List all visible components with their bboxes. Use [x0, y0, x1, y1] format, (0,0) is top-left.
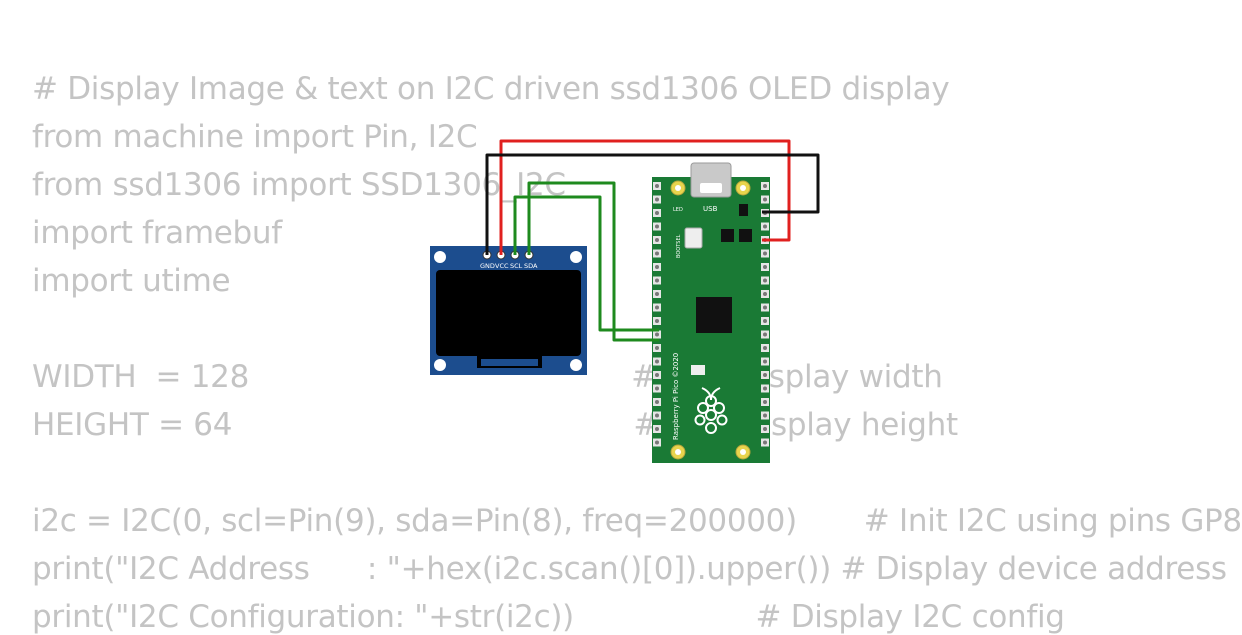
gpio-pin-hole: [655, 292, 659, 296]
gpio-pin-hole: [655, 184, 659, 188]
gpio-pin-hole: [763, 224, 767, 229]
gpio-pin-hole: [763, 332, 767, 337]
gpio-pins: [653, 182, 769, 447]
gnd-wire: [485, 153, 820, 255]
gpio-pin-hole: [763, 292, 767, 296]
gpio-pin-hole: [655, 332, 659, 337]
code-line: from machine import Pin, I2C: [32, 119, 478, 155]
gpio-pin-hole: [655, 211, 659, 215]
gpio-pin-hole: [763, 251, 767, 256]
gpio-pin-hole: [655, 319, 659, 323]
gpio-pin-hole: [655, 427, 659, 431]
wires: [485, 139, 820, 342]
gpio-pin-hole: [763, 400, 767, 404]
mount-hole: [570, 251, 582, 263]
led-label: LED: [673, 207, 683, 213]
gpio-pin-hole: [655, 265, 659, 269]
mount-hole: [434, 359, 446, 371]
pico-mount-hole-center: [740, 449, 746, 455]
gpio-pin-hole: [655, 346, 659, 350]
gpio-pin-hole: [763, 386, 767, 391]
oled-pin-label: SCL: [510, 262, 523, 270]
gpio-pin-hole: [763, 440, 767, 445]
pico-mount-hole-center: [740, 185, 746, 191]
oled-display[interactable]: GND VCC SCL SDA: [430, 246, 587, 375]
gpio-pin-hole: [655, 251, 659, 256]
raspberry-pi-pico[interactable]: USB LED BOOTSEL Raspbe: [652, 162, 770, 463]
gpio-pin-hole: [763, 197, 767, 202]
oled-ribbon-inner: [481, 359, 538, 366]
gpio-pin-hole: [763, 184, 767, 188]
pico-mount-hole-center: [675, 185, 681, 191]
component: [739, 229, 752, 242]
gpio-pin-hole: [763, 305, 767, 310]
circuit-diagram: GND VCC SCL SDA USB LED BOOTSEL: [430, 139, 820, 463]
rp2040-chip: [696, 297, 732, 333]
gpio-pin-hole: [763, 359, 767, 364]
gpio-pin-hole: [763, 373, 767, 377]
crystal: [691, 365, 705, 375]
bootsel-button[interactable]: [684, 227, 703, 249]
gpio-pin-hole: [655, 224, 659, 229]
pico-vertical-label: Raspberry Pi Pico ©2020: [672, 353, 680, 440]
gpio-pin-hole: [763, 346, 767, 350]
gpio-pin-hole: [655, 386, 659, 391]
gpio-pin-hole: [655, 197, 659, 202]
gpio-pin-hole: [763, 427, 767, 431]
usb-port: [700, 183, 722, 193]
component: [721, 229, 734, 242]
gpio-pin-hole: [655, 413, 659, 418]
bootsel-label: BOOTSEL: [676, 234, 682, 258]
raspberry-logo: [694, 387, 728, 434]
gpio-pin-hole: [763, 265, 767, 269]
code-line: print("I2C Configuration: "+str(i2c)) # …: [32, 599, 1065, 635]
gpio-pin-hole: [655, 238, 659, 242]
pico-mount-hole-center: [675, 449, 681, 455]
component: [739, 204, 748, 216]
oled-pin-label: VCC: [495, 262, 509, 270]
oled-pin-label: GND: [480, 262, 495, 270]
gpio-pin-hole: [763, 278, 767, 283]
oled-screen: [436, 270, 581, 356]
oled-pin-label: SDA: [524, 262, 538, 270]
code-line: print("I2C Address : "+hex(i2c.scan()[0]…: [32, 551, 1227, 587]
mount-hole: [570, 359, 582, 371]
code-line: import utime: [32, 263, 231, 299]
gpio-pin-hole: [655, 305, 659, 310]
code-line: import framebuf: [32, 215, 282, 251]
mount-hole: [434, 251, 446, 263]
usb-label: USB: [703, 205, 718, 213]
gpio-pin-hole: [763, 413, 767, 418]
code-background: # Display Image & text on I2C driven ssd…: [32, 71, 1242, 635]
gpio-pin-hole: [655, 373, 659, 377]
gpio-pin-hole: [763, 319, 767, 323]
code-line: i2c = I2C(0, scl=Pin(9), sda=Pin(8), fre…: [32, 503, 1242, 539]
vcc-wire: [499, 139, 791, 255]
code-line: # Display Image & text on I2C driven ssd…: [32, 71, 950, 107]
scl-wire: [513, 195, 659, 332]
gpio-pin-hole: [655, 359, 659, 364]
sda-wire: [527, 181, 659, 342]
gpio-pin-hole: [655, 400, 659, 404]
gpio-pin-hole: [655, 440, 659, 445]
gpio-pin-hole: [655, 278, 659, 283]
